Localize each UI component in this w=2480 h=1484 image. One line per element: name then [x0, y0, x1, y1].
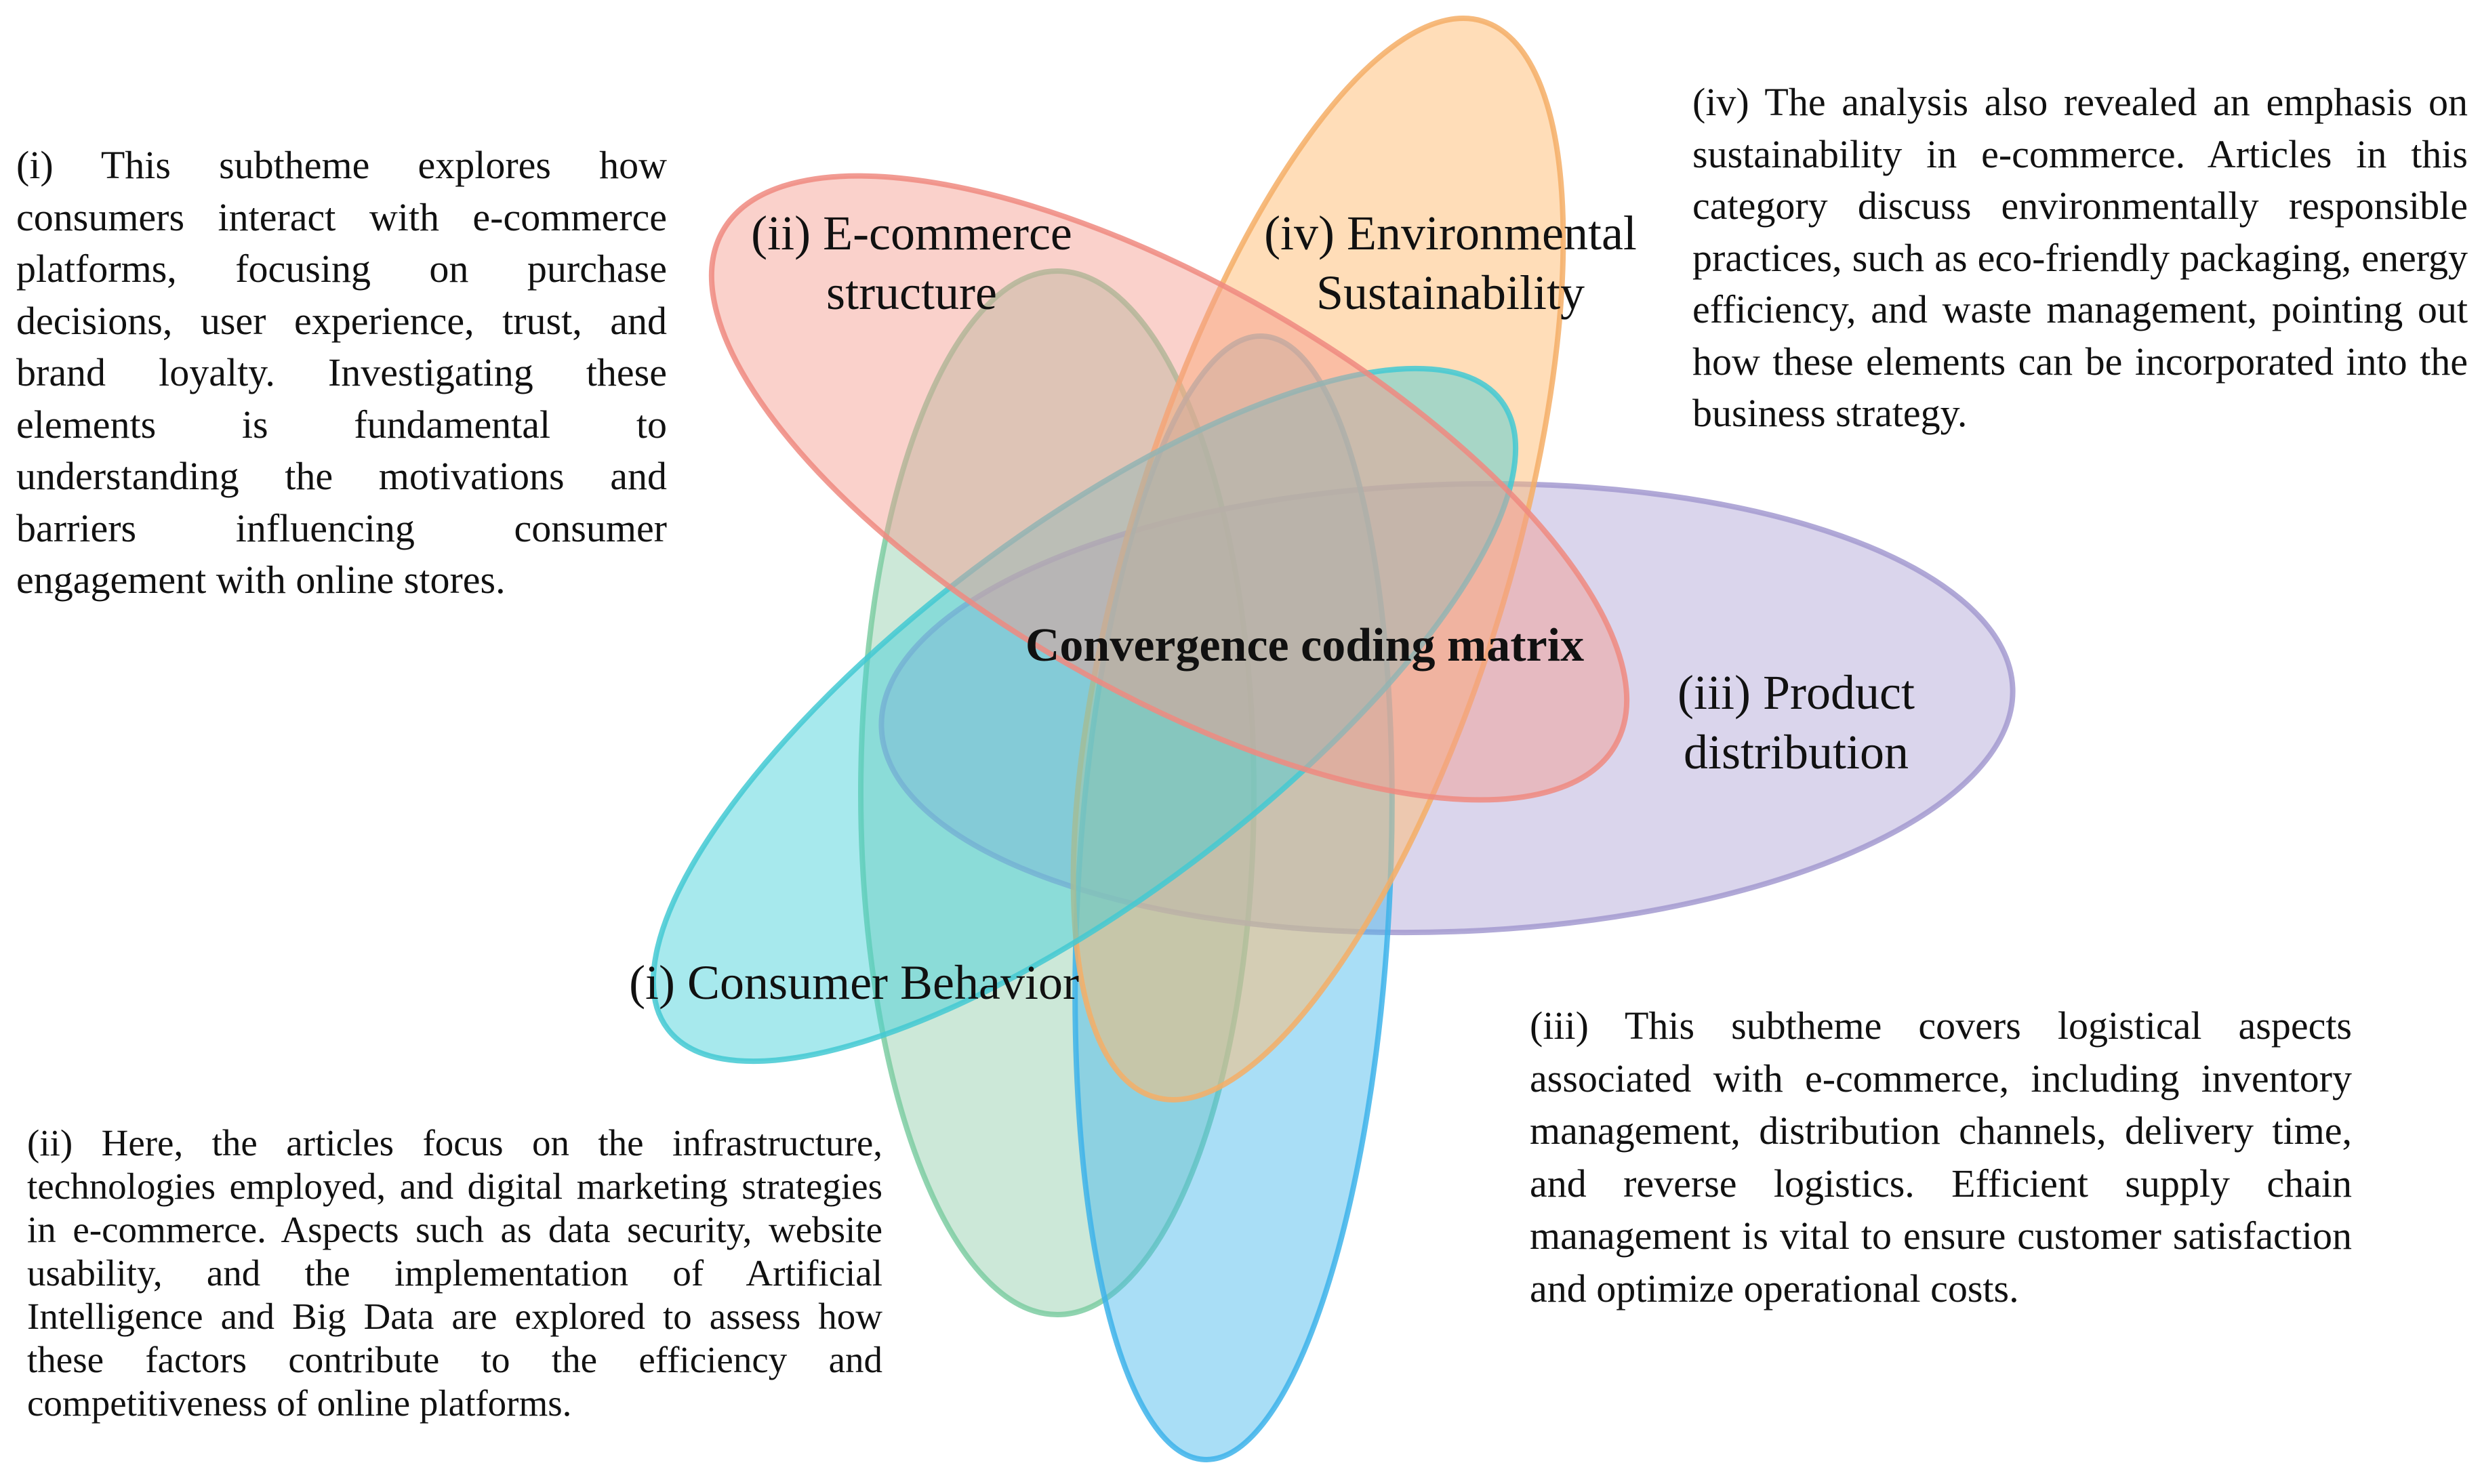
center-label: Convergence coding matrix — [1025, 619, 1584, 672]
petal-iv — [1070, 16, 1566, 1102]
petal-label-i-line-1: (i) Consumer Behavior — [629, 955, 1079, 1010]
petal-label-iii-line-1: (iii) Product — [1678, 665, 1915, 720]
petals-layer — [650, 16, 2016, 1462]
petal-label-iii-line-2: distribution — [1684, 725, 1909, 779]
petal-label-ii-line-1: (ii) E-commerce — [751, 206, 1072, 260]
description-ecommerce-structure: (ii) Here, the articles focus on the inf… — [27, 1122, 882, 1424]
petal-label-iv-line-2: Sustainability — [1316, 266, 1585, 320]
description-product-distribution: (iii) This subtheme covers logistical as… — [1530, 1004, 2352, 1311]
description-consumer-behavior: (i) This subtheme explores how consumers… — [16, 143, 667, 602]
petal-ii — [708, 173, 1630, 803]
description-environmental-sustainability: (iv) The analysis also revealed an empha… — [1692, 80, 2468, 435]
petal-label-ii-line-2: structure — [826, 266, 997, 320]
petal-i — [650, 365, 1519, 1065]
labels-layer: Convergence coding matrix (i) Consumer B… — [629, 206, 1915, 1010]
petal-label-iv-line-1: (iv) Environmental — [1264, 206, 1637, 260]
